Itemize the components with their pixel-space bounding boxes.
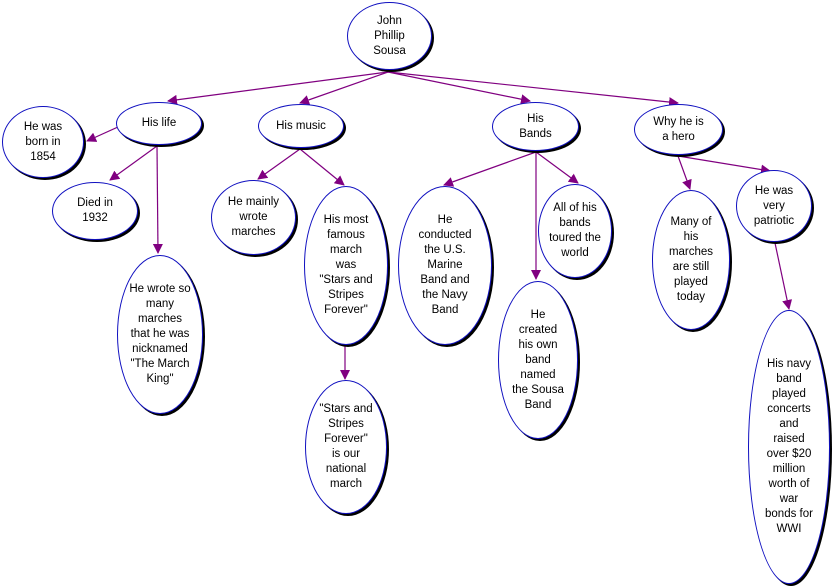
node-why-hero: Why he is a hero	[634, 104, 723, 155]
connector-arrow	[299, 71, 389, 105]
connector-arrow	[443, 151, 537, 187]
connector-arrow	[677, 155, 771, 175]
node-wrote-marches: He mainly wrote marches	[211, 180, 296, 255]
node-own-band: He created his own band named the Sousa …	[498, 281, 578, 439]
connector-arrow	[299, 148, 345, 186]
root-node-john-phillip-sousa: John Phillip Sousa	[347, 2, 432, 70]
connector-arrow	[257, 148, 301, 180]
node-national-march: "Stars and Stripes Forever" is our natio…	[305, 380, 387, 514]
node-march-king: He wrote so many marches that he was nic…	[117, 255, 203, 414]
node-patriotic: He was very patriotic	[736, 170, 812, 242]
connector-arrow	[109, 145, 158, 181]
node-war-bonds: His navy band played concerts and raised…	[748, 310, 830, 584]
connector-arrow	[387, 71, 679, 108]
node-famous-march: His most famous march was "Stars and Str…	[304, 186, 388, 345]
node-conducted-bands: He conducted the U.S. Marine Band and th…	[398, 186, 492, 345]
node-his-life: His life	[116, 102, 202, 145]
node-born-1854: He was born in 1854	[2, 106, 84, 178]
connector-arrow	[152, 145, 163, 254]
node-died-1932: Died in 1932	[52, 182, 138, 240]
connector-arrow	[677, 155, 692, 190]
node-his-music: His music	[258, 104, 344, 148]
node-his-bands: His Bands	[492, 102, 579, 151]
connector-arrow	[774, 242, 793, 310]
node-still-played: Many of his marches are still played tod…	[652, 190, 730, 330]
connector-arrow	[167, 71, 389, 105]
connector-arrow	[387, 71, 531, 105]
connector-arrow	[86, 126, 119, 142]
node-toured-world: All of his bands toured the world	[538, 184, 612, 278]
connector-arrow	[535, 151, 579, 184]
